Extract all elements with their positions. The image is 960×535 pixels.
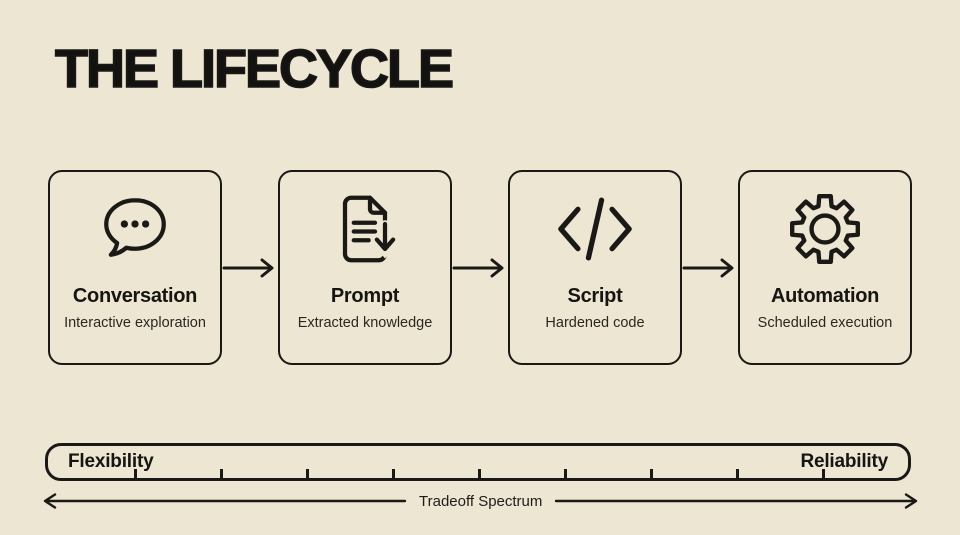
- code-brackets-icon: [553, 187, 637, 271]
- flow-arrow-icon: [682, 255, 738, 281]
- spectrum-tick: [564, 469, 567, 480]
- stage-subtitle: Scheduled execution: [757, 315, 893, 331]
- tradeoff-arrow-left-icon: [43, 493, 407, 509]
- spectrum-tick: [306, 469, 309, 480]
- spectrum-tick: [134, 469, 137, 480]
- stage-card-prompt: Prompt Extracted knowledge: [278, 170, 452, 365]
- stage-title: Script: [567, 285, 623, 307]
- spectrum-tick: [478, 469, 481, 480]
- flow-arrow-icon: [452, 255, 508, 281]
- spectrum-right-label: Reliability: [800, 451, 888, 472]
- spectrum-bar: Flexibility Reliability: [45, 443, 911, 481]
- tradeoff-axis: Tradeoff Spectrum: [42, 490, 918, 512]
- stage-subtitle: Hardened code: [545, 315, 645, 331]
- stage-card-conversation: Conversation Interactive exploration: [48, 170, 222, 365]
- flow-arrow-icon: [222, 255, 278, 281]
- stage-subtitle: Interactive exploration: [64, 315, 206, 331]
- chat-bubble-icon: [95, 187, 175, 271]
- gear-icon: [784, 187, 866, 271]
- spectrum-tick: [822, 469, 825, 480]
- page-title: THE LIFECYCLE: [54, 38, 455, 100]
- stage-card-script: Script Hardened code: [508, 170, 682, 365]
- stage-row: Conversation Interactive exploration Pro…: [48, 170, 912, 365]
- tradeoff-label: Tradeoff Spectrum: [419, 492, 543, 510]
- stage-subtitle: Extracted knowledge: [297, 315, 433, 331]
- stage-title: Conversation: [72, 285, 198, 307]
- document-download-icon: [325, 187, 405, 271]
- stage-title: Prompt: [330, 285, 400, 307]
- stage-title: Automation: [770, 285, 880, 307]
- spectrum-left-label: Flexibility: [68, 451, 154, 472]
- stage-card-automation: Automation Scheduled execution: [738, 170, 912, 365]
- spectrum-tick: [736, 469, 739, 480]
- spectrum-tick: [392, 469, 395, 480]
- tradeoff-arrow-right-icon: [555, 493, 918, 509]
- spectrum-tick: [650, 469, 653, 480]
- spectrum-tick: [220, 469, 223, 480]
